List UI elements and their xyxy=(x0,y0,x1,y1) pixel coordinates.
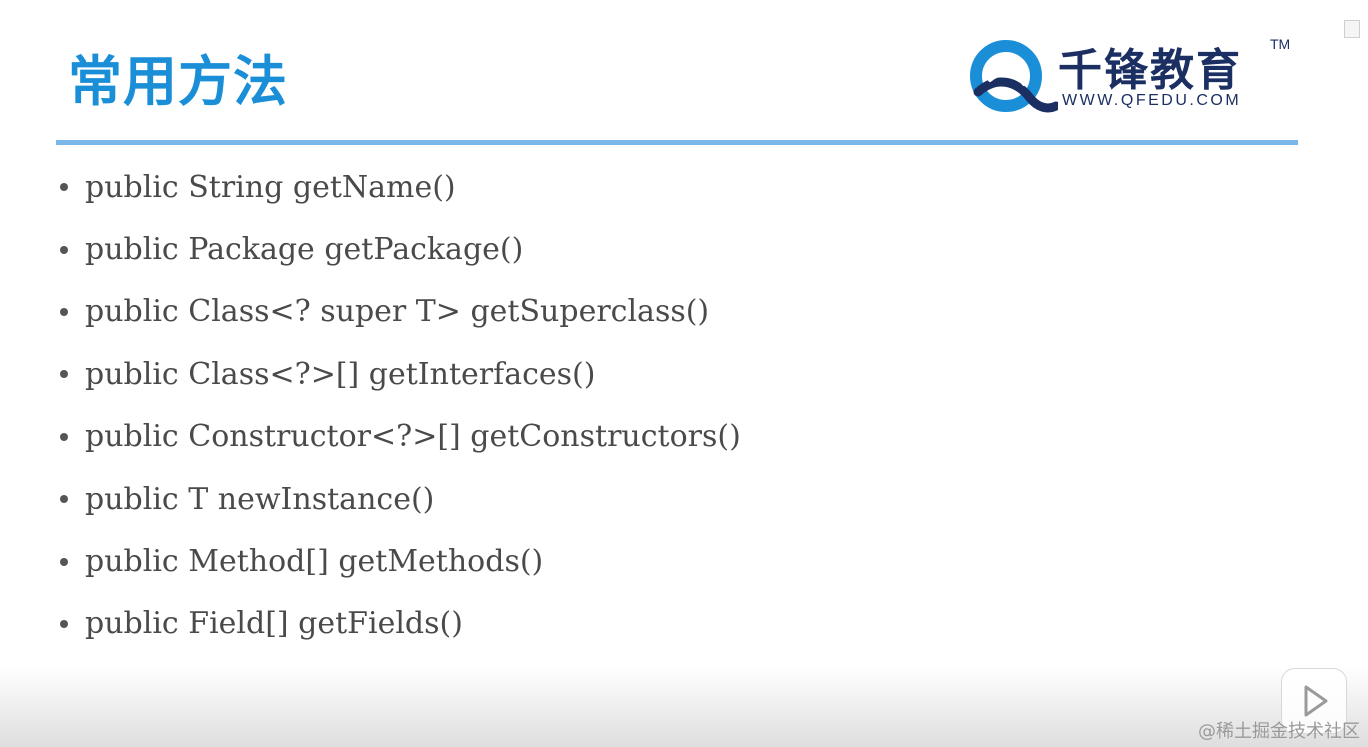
list-item: public Method[] getMethods() xyxy=(56,530,741,592)
method-signature: public Class<?>[] getInterfaces() xyxy=(85,356,596,392)
slide-title: 常用方法 xyxy=(68,50,288,113)
title-divider xyxy=(56,140,1298,145)
list-item: public Package getPackage() xyxy=(56,218,741,280)
method-signature: public String getName() xyxy=(85,169,456,205)
logo-url: WWW.QFEDU.COM xyxy=(1062,92,1242,109)
list-item: public String getName() xyxy=(56,156,741,218)
corner-menu-icon[interactable] xyxy=(1344,20,1360,38)
player-bottom-shade xyxy=(0,667,1368,747)
bullet-icon xyxy=(60,432,68,441)
bullet-icon xyxy=(60,307,68,316)
bullet-icon xyxy=(60,619,68,628)
method-signature: public Field[] getFields() xyxy=(85,606,463,642)
list-item: public Class<?>[] getInterfaces() xyxy=(56,343,741,405)
method-signature: public Method[] getMethods() xyxy=(85,544,544,580)
method-signature: public Package getPackage() xyxy=(85,232,524,268)
bullet-icon xyxy=(60,557,68,566)
method-signature: public Class<? super T> getSuperclass() xyxy=(85,294,710,330)
method-signature: public T newInstance() xyxy=(85,481,435,517)
bullet-icon xyxy=(60,495,68,504)
list-item: public Field[] getFields() xyxy=(56,593,741,655)
logo-trademark: TM xyxy=(1270,36,1291,52)
list-item: public T newInstance() xyxy=(56,468,741,530)
list-item: public Class<? super T> getSuperclass() xyxy=(56,281,741,343)
method-signature: public Constructor<?>[] getConstructors(… xyxy=(85,419,741,455)
bullet-icon xyxy=(60,183,68,192)
play-button[interactable] xyxy=(1281,668,1347,734)
bullet-icon xyxy=(60,245,68,254)
method-list: public String getName() public Package g… xyxy=(56,156,741,655)
logo-mark-icon xyxy=(970,40,1058,113)
qianfeng-logo: 千锋教育 TM WWW.QFEDU.COM xyxy=(968,36,1298,116)
play-icon xyxy=(1304,685,1328,717)
logo-brand-name: 千锋教育 xyxy=(1058,45,1242,96)
watermark: @稀土掘金技术社区 xyxy=(1198,721,1360,742)
bullet-icon xyxy=(60,370,68,379)
list-item: public Constructor<?>[] getConstructors(… xyxy=(56,406,741,468)
